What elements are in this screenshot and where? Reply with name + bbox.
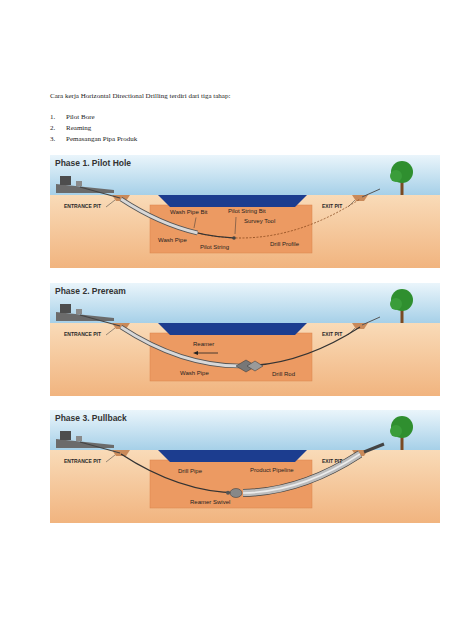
part-label: Reamer Swivel — [190, 499, 230, 506]
site-background — [50, 410, 440, 523]
list-number: 3. — [50, 135, 55, 143]
phase-title: Phase 1. Pilot Hole — [55, 158, 131, 168]
phase-title: Phase 2. Preream — [55, 286, 126, 296]
site-label: EXIT PIT — [322, 204, 342, 210]
phase-2-picture — [50, 283, 440, 396]
part-label: Product Pipeline — [250, 467, 294, 474]
drill-rod — [121, 327, 360, 366]
part-label: Wash Pipe — [180, 370, 209, 377]
part-label: Drill Pipe — [178, 468, 202, 475]
part-label: Pilot String Bit — [228, 208, 266, 215]
site-background — [50, 283, 440, 396]
list-number: 2. — [50, 124, 55, 132]
leader-line — [194, 218, 196, 229]
list-item: Reaming — [66, 124, 91, 132]
pipeline-highlight — [121, 454, 360, 493]
product-pipeline — [121, 454, 360, 493]
part-label: Reamer — [193, 341, 214, 348]
wash-pipe — [121, 327, 360, 366]
list-item: Pemasangan Pipa Produk — [66, 135, 137, 143]
pipeline-string — [364, 444, 384, 452]
site-label: ENTRANCE PIT — [64, 332, 101, 338]
wash-pipe — [121, 199, 360, 238]
list-item: Pilot Bore — [66, 113, 95, 121]
direction-arrow — [197, 353, 218, 354]
site-background — [50, 155, 440, 268]
drill-profile — [121, 199, 360, 238]
product-pipeline — [121, 454, 360, 493]
site-label: EXIT PIT — [322, 459, 342, 465]
pilot-bit — [232, 236, 236, 240]
site-label: ENTRANCE PIT — [64, 204, 101, 210]
phase-1-picture — [50, 155, 440, 268]
drill-pipe — [121, 454, 360, 493]
part-label: Survey Tool — [244, 218, 275, 225]
part-label: Wash Pipe — [158, 237, 187, 244]
arrow-head — [193, 351, 198, 355]
phase-panel: Phase 1. Pilot HoleENTRANCE PIT Wash Pipe… — [50, 155, 440, 268]
exit-string — [362, 317, 380, 325]
phase-panel: Phase 3. PullbackENTRANCE PIT Drill Pipe P… — [50, 410, 440, 523]
site-label: ENTRANCE PIT — [64, 459, 101, 465]
phase-3-picture — [50, 410, 440, 523]
exit-string — [362, 189, 380, 197]
reamer — [230, 489, 242, 498]
list-number: 1. — [50, 113, 55, 121]
pilot-string — [121, 199, 360, 238]
site-label: EXIT PIT — [322, 332, 342, 338]
part-label: Pilot String — [200, 244, 229, 251]
phase-title: Phase 3. Pullback — [55, 413, 127, 423]
part-label: Drill Rod — [272, 371, 295, 378]
reamer — [247, 361, 263, 371]
leader-line — [235, 217, 236, 234]
part-label: Drill Profile — [270, 241, 299, 248]
page-heading: Cara kerja Horizontal Directional Drilli… — [50, 92, 230, 100]
wash-pipe — [121, 199, 360, 238]
phase-panel: Phase 2. PrereamENTRANCE PIT Reamer EXIT P… — [50, 283, 440, 396]
swivel — [226, 491, 230, 495]
part-label: Wash Pipe Bit — [170, 209, 207, 216]
wash-pipe — [121, 327, 360, 366]
